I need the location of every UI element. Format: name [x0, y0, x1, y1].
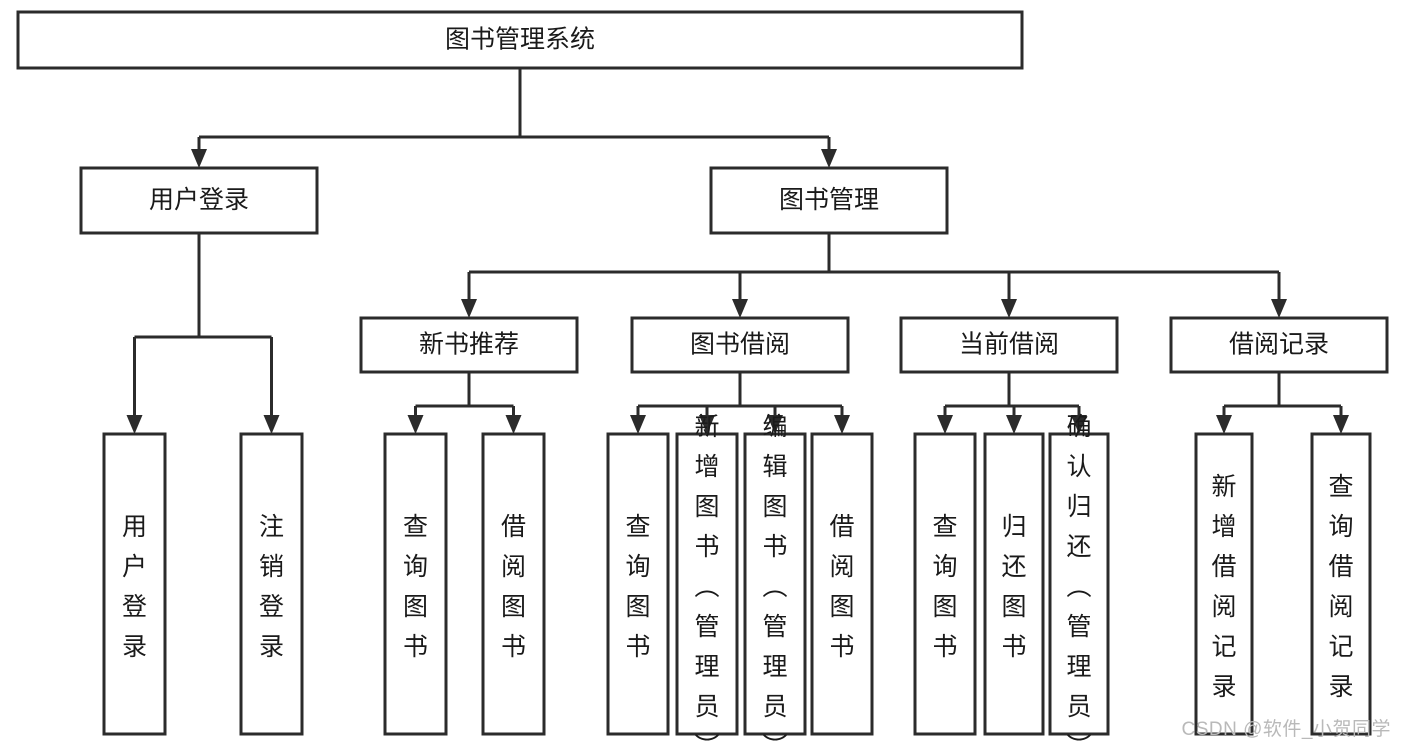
leaf-node-9-label: 查询图书 [932, 513, 957, 661]
leaf-node-1-label: 用户登录 [122, 513, 147, 661]
arrow-head-icon [630, 415, 646, 434]
leaf-node-4[interactable]: 借阅图书 [481, 432, 546, 736]
leaf-node-8-label: 借阅图书 [829, 513, 854, 661]
level2-node-1-label: 用户登录 [149, 186, 249, 214]
arrow-head-icon [461, 299, 477, 318]
leaf-node-13-label: 查询借阅记录 [1328, 473, 1353, 701]
level3-node-3-label: 当前借阅 [959, 331, 1059, 359]
leaf-node-5-label: 查询图书 [625, 513, 650, 661]
watermark-label: CSDN @软件_小贺同学 [1181, 719, 1391, 740]
arrow-head-icon [699, 415, 715, 434]
level3-node-1[interactable]: 新书推荐 [359, 316, 579, 374]
arrow-head-icon [191, 149, 207, 168]
level3-node-2-rect[interactable] [630, 316, 850, 374]
leaf-node-8-rect[interactable] [810, 432, 874, 736]
leaf-node-12-label: 新增借阅记录 [1211, 473, 1236, 701]
arrow-head-icon [1006, 415, 1022, 434]
leaf-node-1[interactable]: 用户登录 [102, 432, 167, 736]
leaf-node-11-label: 确认归还︵管理员︶ [1066, 413, 1091, 747]
arrow-head-icon [1333, 415, 1349, 434]
leaf-node-10-rect[interactable] [983, 432, 1045, 736]
arrow-head-icon [732, 299, 748, 318]
leaf-node-12-rect[interactable] [1194, 432, 1254, 736]
leaf-node-7-rect[interactable] [743, 432, 807, 736]
leaf-node-2-label: 注销登录 [259, 513, 284, 661]
level3-node-3-rect[interactable] [899, 316, 1119, 374]
leaf-node-10[interactable]: 归还图书 [983, 432, 1045, 736]
leaf-node-3[interactable]: 查询图书 [383, 432, 448, 736]
level3-node-2[interactable]: 图书借阅 [630, 316, 850, 374]
leaf-node-5[interactable]: 查询图书 [606, 432, 670, 736]
leaf-node-3-rect[interactable] [383, 432, 448, 736]
leaf-node-1-rect[interactable] [102, 432, 167, 736]
level2-node-2-rect[interactable] [709, 166, 949, 235]
leaf-node-3-label: 查询图书 [403, 513, 428, 661]
level3-node-4-rect[interactable] [1169, 316, 1389, 374]
level3-node-1-label: 新书推荐 [419, 331, 519, 359]
leaf-node-6-rect[interactable] [675, 432, 739, 736]
arrow-head-icon [1071, 415, 1087, 434]
level3-node-4[interactable]: 借阅记录 [1169, 316, 1389, 374]
level3-node-4-label: 借阅记录 [1229, 331, 1329, 359]
level3-node-2-label: 图书借阅 [690, 331, 790, 359]
leaf-node-13[interactable]: 查询借阅记录 [1310, 432, 1372, 736]
leaf-node-4-label: 借阅图书 [501, 513, 526, 661]
root-node-rect[interactable] [16, 10, 1024, 70]
level3-node-1-rect[interactable] [359, 316, 579, 374]
arrow-head-icon [937, 415, 953, 434]
leaf-node-2-rect[interactable] [239, 432, 304, 736]
leaf-node-12[interactable]: 新增借阅记录 [1194, 432, 1254, 736]
arrow-head-icon [767, 415, 783, 434]
arrow-head-icon [821, 149, 837, 168]
leaf-node-9[interactable]: 查询图书 [913, 432, 977, 736]
leaf-node-8[interactable]: 借阅图书 [810, 432, 874, 736]
node-boxes: 图书管理系统用户登录图书管理新书推荐图书借阅当前借阅借阅记录用户登录注销登录查询… [16, 10, 1389, 747]
arrow-head-icon [1216, 415, 1232, 434]
leaf-node-6[interactable]: 新增图书︵管理员︶ [675, 413, 739, 747]
leaf-node-11[interactable]: 确认归还︵管理员︶ [1048, 413, 1110, 747]
leaf-node-9-rect[interactable] [913, 432, 977, 736]
level2-node-2-label: 图书管理 [779, 186, 879, 214]
leaf-node-13-rect[interactable] [1310, 432, 1372, 736]
root-node[interactable]: 图书管理系统 [16, 10, 1024, 70]
connector-lines [126, 68, 1349, 434]
level3-node-3[interactable]: 当前借阅 [899, 316, 1119, 374]
level2-node-1[interactable]: 用户登录 [79, 166, 319, 235]
leaf-node-7-label: 编辑图书︵管理员︶ [762, 413, 787, 747]
level2-node-1-rect[interactable] [79, 166, 319, 235]
arrow-head-icon [1001, 299, 1017, 318]
arrow-head-icon [505, 415, 522, 434]
leaf-node-6-label: 新增图书︵管理员︶ [694, 413, 719, 747]
leaf-node-10-label: 归还图书 [1001, 513, 1026, 661]
arrow-head-icon [834, 415, 850, 434]
root-node-label: 图书管理系统 [445, 26, 595, 54]
leaf-node-5-rect[interactable] [606, 432, 670, 736]
arrow-head-icon [126, 415, 143, 434]
leaf-node-2[interactable]: 注销登录 [239, 432, 304, 736]
arrow-head-icon [1271, 299, 1287, 318]
arrow-head-icon [407, 415, 424, 434]
leaf-node-11-rect[interactable] [1048, 432, 1110, 736]
leaf-node-7[interactable]: 编辑图书︵管理员︶ [743, 413, 807, 747]
level2-node-2[interactable]: 图书管理 [709, 166, 949, 235]
arrow-head-icon [263, 415, 280, 434]
leaf-node-4-rect[interactable] [481, 432, 546, 736]
